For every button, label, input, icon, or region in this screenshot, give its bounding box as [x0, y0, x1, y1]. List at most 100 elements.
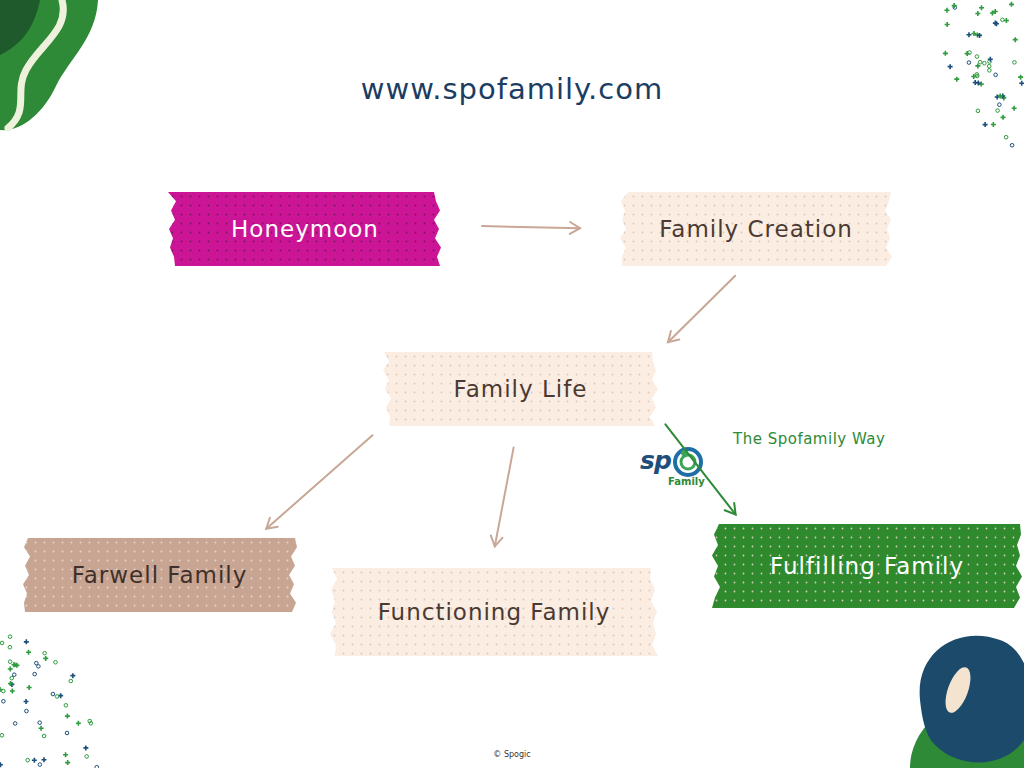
- scatter-ring: [35, 661, 39, 665]
- scatter-ring: [64, 704, 68, 708]
- copyright-caption: © Spogic: [0, 750, 1024, 759]
- tape-fill: [383, 352, 658, 426]
- scatter-ring: [994, 73, 998, 77]
- scatter-ring: [1001, 18, 1005, 22]
- scatter-cross: [990, 10, 995, 15]
- scatter-cross: [83, 745, 88, 750]
- scatter-cross: [952, 3, 957, 8]
- node-label: Family Creation: [649, 216, 863, 242]
- scatter-ring: [85, 755, 89, 759]
- blob-highlight: [940, 664, 975, 716]
- scatter-cross: [975, 11, 980, 16]
- scatter-cross: [1013, 37, 1018, 42]
- scatter-ring: [88, 719, 92, 723]
- scatter-cross: [954, 77, 959, 82]
- tape-dots: [620, 192, 892, 266]
- scatter-cross: [998, 93, 1003, 98]
- tape-dots: [330, 568, 658, 656]
- scatter-cross: [983, 122, 988, 127]
- scatter-ring: [10, 676, 14, 680]
- tape-dots: [23, 538, 297, 612]
- scatter-cross: [65, 760, 70, 765]
- logo-mark: [675, 449, 701, 475]
- scatter-cross: [1012, 106, 1017, 111]
- flow-arrow: [668, 276, 735, 342]
- scatter-cross: [991, 122, 996, 127]
- scatter-ring: [26, 758, 30, 762]
- tape-dots: [168, 192, 441, 266]
- scatter-cross: [32, 758, 37, 763]
- scatter-cross: [63, 752, 68, 757]
- scatter-cross: [972, 31, 977, 36]
- tape-dots: [383, 352, 658, 426]
- scatter-cross: [43, 656, 48, 661]
- node-label: Fulfilling Family: [760, 553, 974, 579]
- tape-box: Family Creation: [620, 192, 892, 266]
- scatter-cross: [8, 666, 13, 671]
- tape-fill: [620, 192, 892, 266]
- node-label: Honeymoon: [221, 216, 389, 242]
- scatter-ring: [43, 651, 47, 655]
- scatter-ring: [54, 660, 58, 664]
- tape-box: Honeymoon: [168, 192, 442, 266]
- scatter-cross: [65, 714, 70, 719]
- node-text-box: Functioning Family: [330, 568, 658, 656]
- tape-box: Functioning Family: [330, 568, 658, 656]
- scatter-ring: [976, 109, 980, 113]
- node-text-box: Family Life: [383, 352, 658, 426]
- corner-swirl: [0, 0, 40, 55]
- scatter-ring: [983, 61, 987, 65]
- scatter-ring: [55, 695, 59, 699]
- scatter-ring: [95, 765, 99, 768]
- tape-dots: [712, 524, 1022, 608]
- scatter-ring: [8, 635, 12, 639]
- scatter-ring: [988, 69, 992, 73]
- scatter-ring: [967, 61, 971, 65]
- scatter-cross: [76, 721, 81, 726]
- tape-fill: [168, 192, 441, 266]
- logo-ring: [681, 455, 695, 469]
- scatter-cross: [945, 22, 950, 27]
- scatter-ring: [8, 645, 12, 649]
- scatter-cross: [10, 688, 15, 693]
- node-text-box: Family Creation: [620, 192, 892, 266]
- scatter-cross: [965, 51, 970, 56]
- tape-box: Fulfilling Family: [712, 524, 1022, 608]
- tape-fill: [23, 538, 297, 612]
- scatter-cross: [70, 673, 75, 678]
- scatter-ring: [42, 734, 46, 738]
- scatter-ring: [1004, 135, 1008, 139]
- scatter-cross: [1004, 18, 1009, 23]
- scatter-ring: [0, 641, 4, 645]
- scatter-ring: [51, 692, 55, 696]
- scatter-ring: [978, 60, 982, 64]
- scatter-ring: [33, 672, 37, 676]
- scatter-cross: [948, 64, 953, 69]
- node-label: Farwell Family: [62, 562, 258, 588]
- scatter-cross: [979, 5, 984, 10]
- scatter-cross: [0, 762, 3, 767]
- scatter-ring: [998, 103, 1002, 107]
- scatter-cross: [24, 699, 29, 704]
- scatter-ring: [38, 721, 42, 725]
- scatter-cross: [993, 21, 998, 26]
- scatter-ring: [975, 55, 979, 59]
- logo-text: Family: [668, 476, 705, 487]
- scatter-cross: [988, 57, 993, 62]
- diagram-title: www.spofamily.com: [0, 72, 1024, 106]
- logo-ring: [675, 449, 701, 475]
- logo-text: sp: [640, 446, 671, 475]
- scatter-ring: [0, 733, 4, 737]
- scatter-cross: [1019, 81, 1024, 86]
- node-label: Family Life: [444, 376, 598, 402]
- scatter-cross: [971, 74, 976, 79]
- scatter-cross: [24, 639, 29, 644]
- scatter-cross: [26, 650, 31, 655]
- tape-box: Farwell Family: [22, 538, 297, 612]
- edge-label: The Spofamily Way: [733, 430, 885, 448]
- scatter-ring: [25, 709, 29, 713]
- scatter-ring: [2, 699, 6, 703]
- scatter-cross: [944, 8, 949, 13]
